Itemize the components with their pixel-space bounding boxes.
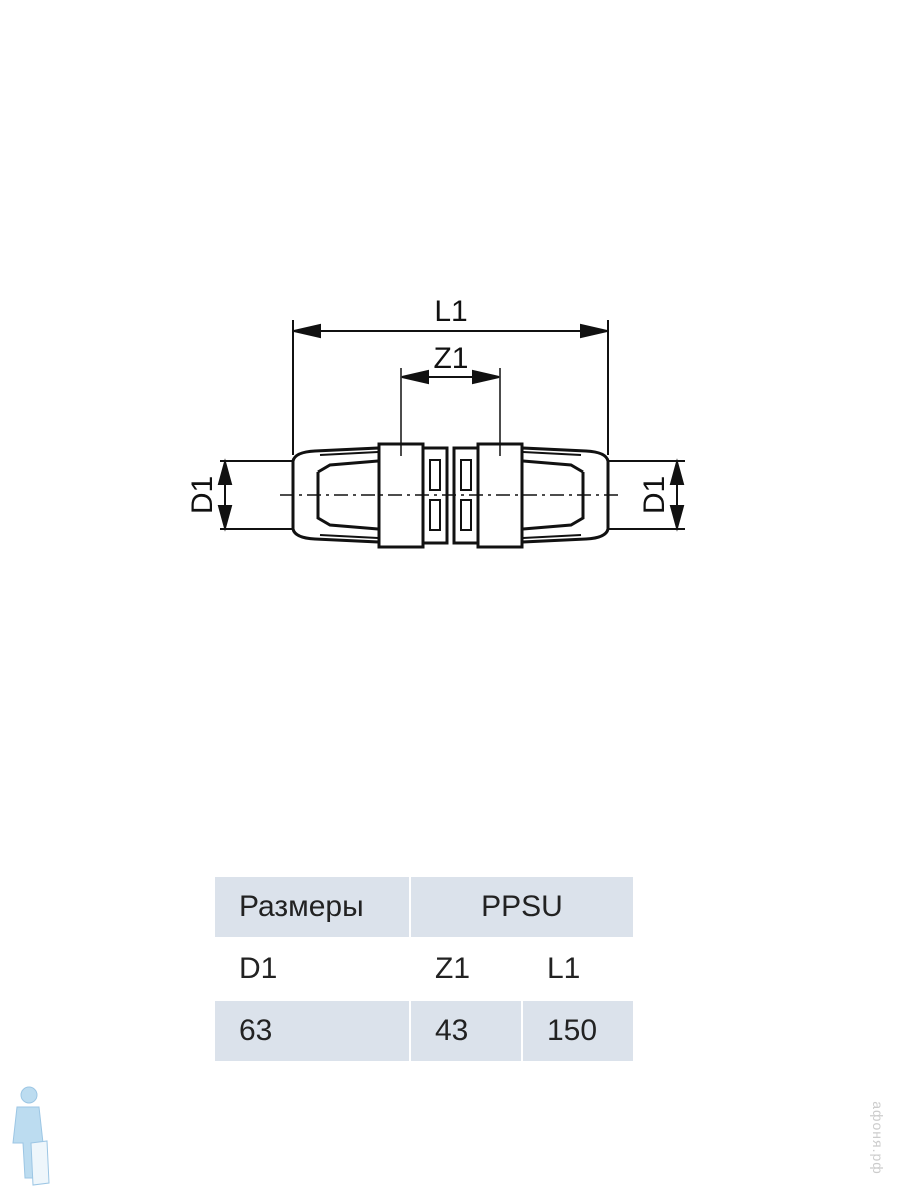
label-l1: L1 bbox=[434, 295, 467, 328]
z1-arrows bbox=[401, 369, 500, 385]
l1-arrows bbox=[293, 323, 608, 339]
label-d1-left: D1 bbox=[186, 476, 219, 514]
cell-d1: 63 bbox=[213, 999, 411, 1063]
coupling-technical-drawing: L1 Z1 D1 D1 bbox=[186, 295, 685, 549]
column-d1: D1 bbox=[213, 937, 411, 1001]
label-z1: Z1 bbox=[433, 342, 468, 375]
cell-z1: 43 bbox=[409, 999, 523, 1063]
column-z1: Z1 bbox=[409, 937, 523, 1001]
table-header-row: Размеры PPSU bbox=[213, 875, 635, 939]
column-l1: L1 bbox=[521, 937, 635, 1001]
table-row: 63 43 150 bbox=[213, 999, 635, 1063]
plumber-logo-icon bbox=[12, 1086, 50, 1186]
watermark: афоня.рф bbox=[868, 1080, 888, 1195]
watermark-text: афоня.рф bbox=[870, 1100, 886, 1175]
table-columns-row: D1 Z1 L1 bbox=[213, 937, 635, 1001]
header-material: PPSU bbox=[409, 875, 635, 939]
cell-l1: 150 bbox=[521, 999, 635, 1063]
label-d1-right: D1 bbox=[638, 476, 671, 514]
dimensions-table: Размеры PPSU D1 Z1 L1 63 43 150 bbox=[213, 875, 635, 1063]
header-sizes: Размеры bbox=[213, 875, 411, 939]
